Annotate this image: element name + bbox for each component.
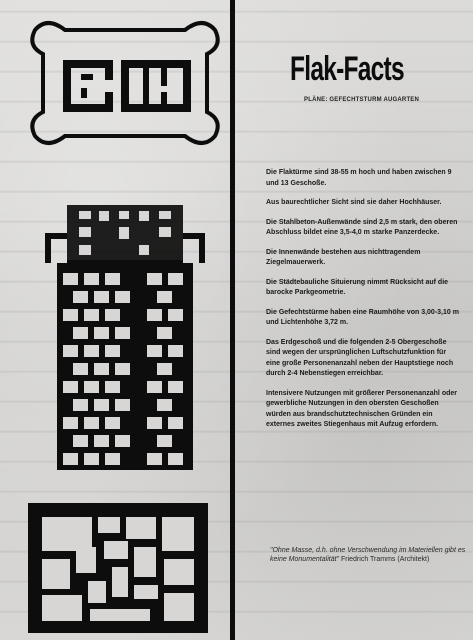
brick-cell bbox=[94, 327, 109, 339]
fact-item: Intensivere Nutzungen mit größerer Perso… bbox=[266, 389, 457, 429]
brick-cell bbox=[115, 363, 130, 375]
brick-cell bbox=[84, 381, 99, 393]
brick-cell bbox=[147, 381, 162, 393]
brick-cell bbox=[168, 453, 183, 465]
brick-cell bbox=[157, 399, 172, 411]
brick-cell bbox=[115, 399, 130, 411]
brick-cell bbox=[105, 273, 120, 285]
brick-cell bbox=[168, 381, 183, 393]
brick-cell bbox=[168, 345, 183, 357]
brick-cell bbox=[84, 309, 99, 321]
brick-cell bbox=[63, 273, 78, 285]
fact-item: Die Gefechtstürme haben eine Raumhöhe vo… bbox=[266, 308, 459, 327]
facts-list: Die Flaktürme sind 38-55 m hoch und habe… bbox=[266, 168, 460, 440]
brick-cell bbox=[105, 345, 120, 357]
page-title: Flak-Facts bbox=[290, 50, 405, 88]
brick-cell bbox=[157, 435, 172, 447]
brick-cell bbox=[157, 327, 172, 339]
brick-cell bbox=[105, 309, 120, 321]
brick-cell bbox=[147, 309, 162, 321]
brick-cell bbox=[147, 453, 162, 465]
fact-item: Die Stahlbeton-Außenwände sind 2,5 m sta… bbox=[266, 218, 458, 237]
brick-cell bbox=[115, 435, 130, 447]
brick-cell bbox=[115, 291, 130, 303]
quote-author: Friedrich Tramms (Architekt) bbox=[340, 556, 430, 563]
brick-cell bbox=[168, 273, 183, 285]
brick-cell bbox=[157, 363, 172, 375]
fact-item: Die Flaktürme sind 38-55 m hoch und habe… bbox=[266, 169, 452, 187]
brick-cell bbox=[84, 345, 99, 357]
brick-cell bbox=[63, 345, 78, 357]
brick-cell bbox=[94, 435, 109, 447]
brick-cell bbox=[147, 417, 162, 429]
vertical-divider bbox=[230, 0, 235, 640]
page-subtitle: PLÄNE: GEFECHTSTURM AUGARTEN bbox=[304, 97, 420, 103]
brick-cell bbox=[147, 273, 162, 285]
brick-cell bbox=[168, 309, 183, 321]
brick-cell bbox=[84, 417, 99, 429]
fact-item: Das Erdgeschoß und die folgenden 2-5 Obe… bbox=[266, 338, 454, 378]
brick-cell bbox=[168, 417, 183, 429]
brick-cell bbox=[73, 399, 88, 411]
section-drawing-middle bbox=[45, 205, 205, 470]
floor-plan-top bbox=[25, 8, 225, 158]
brick-cell bbox=[73, 327, 88, 339]
brick-cell bbox=[94, 399, 109, 411]
quote-block: "Ohne Masse, d.h. ohne Verschwendung im … bbox=[270, 546, 470, 564]
fact-item: Die Städtebauliche Situierung nimmt Rück… bbox=[266, 278, 449, 297]
brick-cell bbox=[147, 345, 162, 357]
brick-cell bbox=[105, 453, 120, 465]
brick-cell bbox=[105, 381, 120, 393]
brick-cell bbox=[115, 327, 130, 339]
brick-cell bbox=[63, 309, 78, 321]
brick-cell bbox=[157, 291, 172, 303]
brick-cell bbox=[94, 291, 109, 303]
brick-cell bbox=[73, 363, 88, 375]
brick-cell bbox=[73, 291, 88, 303]
quote-text: "Ohne Masse, d.h. ohne Verschwendung im … bbox=[270, 547, 466, 563]
brick-cell bbox=[94, 363, 109, 375]
fact-item: Aus baurechtlicher Sicht sind sie daher … bbox=[266, 199, 442, 206]
brick-cell bbox=[73, 435, 88, 447]
brick-cell bbox=[84, 273, 99, 285]
brick-cell bbox=[63, 417, 78, 429]
brick-cell bbox=[63, 453, 78, 465]
floor-plan-bottom bbox=[28, 495, 218, 635]
brick-cell bbox=[105, 417, 120, 429]
fact-item: Die Innenwände bestehen aus nichttragend… bbox=[266, 248, 421, 267]
brick-cell bbox=[84, 453, 99, 465]
brick-cell bbox=[63, 381, 78, 393]
